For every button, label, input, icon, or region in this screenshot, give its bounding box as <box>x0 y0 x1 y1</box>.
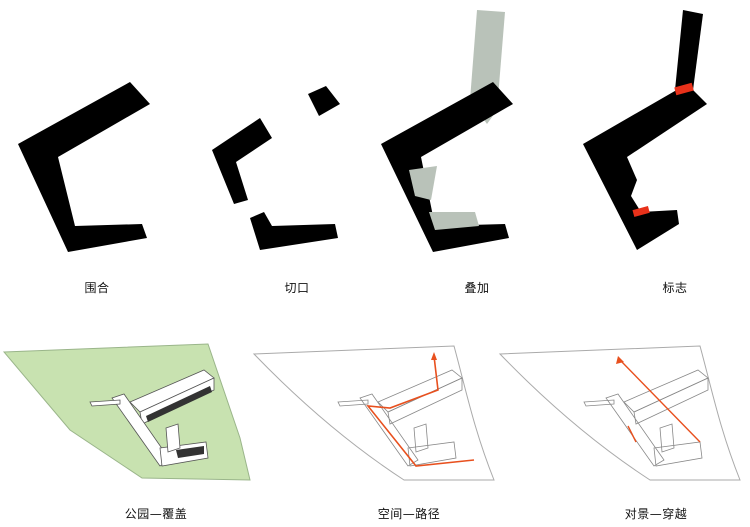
caption-landmark: 标志 <box>662 281 688 295</box>
diagram-view <box>494 330 750 490</box>
landmark-shapes <box>583 10 707 250</box>
cut-block-bottom <box>250 212 338 250</box>
view-ground-outline <box>498 345 741 481</box>
enclose-mass <box>18 82 150 252</box>
overlay-gray-left <box>409 166 437 200</box>
caption-enclose: 围合 <box>84 281 110 295</box>
cut-block-left <box>212 118 272 204</box>
overlay-gray-bottom <box>429 212 479 230</box>
path-route <box>366 355 475 467</box>
path-axonometric <box>252 345 495 481</box>
caption-view: 对景—穿越 <box>624 507 688 521</box>
caption-park: 公园—覆盖 <box>124 507 188 521</box>
overlay-mass <box>381 82 513 252</box>
landmark-red-mark-bottom <box>632 206 650 217</box>
landmark-mass <box>583 84 707 250</box>
path-building <box>337 369 463 467</box>
diagram-enclose <box>0 0 185 270</box>
diagram-landmark <box>575 0 750 270</box>
view-building <box>583 369 709 467</box>
park-building-dark <box>146 386 212 458</box>
enclose-mass-shape <box>18 82 150 252</box>
landmark-tower <box>675 10 703 100</box>
path-ground-outline <box>252 345 495 481</box>
view-axonometric <box>498 345 741 481</box>
view-axis-line <box>619 359 701 443</box>
diagram-path <box>248 330 498 490</box>
park-axonometric <box>2 343 251 481</box>
caption-overlay: 叠加 <box>464 281 490 295</box>
view-axis-arrow <box>616 356 624 364</box>
cut-block-top <box>308 86 340 116</box>
diagram-park <box>0 330 255 490</box>
caption-path: 空间—路径 <box>377 507 441 521</box>
diagram-overlay <box>375 0 560 270</box>
view-short-line <box>627 425 637 443</box>
overlay-shapes <box>381 10 513 252</box>
landmark-red-mark-top <box>674 82 694 96</box>
path-arrow-head <box>431 352 437 360</box>
diagram-cut <box>190 0 375 270</box>
caption-cut: 切口 <box>284 281 310 295</box>
cut-mass-shapes <box>212 86 340 250</box>
